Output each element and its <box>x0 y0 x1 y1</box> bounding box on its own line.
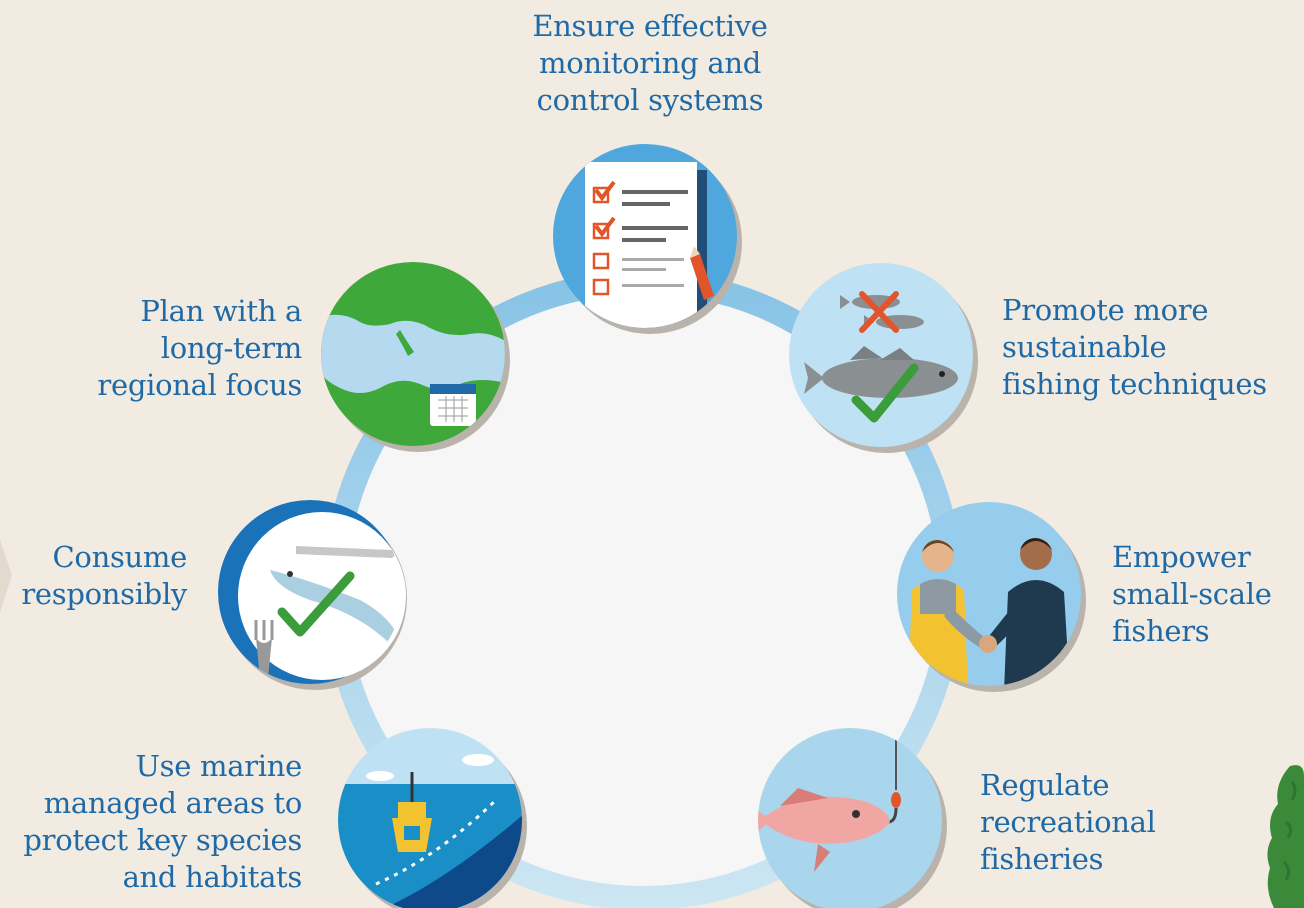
label-sustainable-fishing: Promote more sustainable fishing techniq… <box>1002 292 1267 403</box>
fish-check-icon <box>789 263 978 453</box>
label-recreational: Regulate recreational fisheries <box>980 767 1156 878</box>
tree-decoration <box>1267 765 1304 908</box>
label-sustainable-fishing-line-3: fishing techniques <box>1002 367 1267 401</box>
label-marine-areas-line-2: managed areas to <box>43 786 303 820</box>
label-monitoring-line-1: Ensure effective <box>532 9 768 43</box>
label-small-scale-line-2: small-scale <box>1112 577 1272 611</box>
label-plan-line-2: long-term <box>160 331 303 365</box>
label-plan: Plan with a long-term regional focus <box>60 293 302 404</box>
label-recreational-line-1: Regulate <box>980 768 1110 802</box>
label-marine-areas-line-4: and habitats <box>122 860 303 894</box>
label-recreational-line-2: recreational <box>980 805 1156 839</box>
fish-hook-icon <box>758 728 947 908</box>
label-consume-line-1: Consume <box>52 540 188 574</box>
label-monitoring: Ensure effective monitoring and control … <box>500 8 800 119</box>
label-sustainable-fishing-line-1: Promote more <box>1002 293 1209 327</box>
label-marine-areas-line-1: Use marine <box>135 749 303 783</box>
label-monitoring-line-2: monitoring and <box>539 46 761 80</box>
label-marine-areas: Use marine managed areas to protect key … <box>20 748 302 896</box>
label-consume: Consume responsibly <box>10 539 187 613</box>
map-calendar-icon <box>321 262 510 452</box>
edge-chevron-decoration <box>0 540 12 612</box>
label-small-scale-line-3: fishers <box>1112 614 1210 648</box>
label-monitoring-line-3: control systems <box>536 83 764 117</box>
label-sustainable-fishing-line-2: sustainable <box>1002 330 1167 364</box>
label-small-scale-line-1: Empower <box>1112 540 1251 574</box>
handshake-icon <box>897 502 1086 692</box>
label-small-scale: Empower small-scale fishers <box>1112 539 1272 650</box>
label-marine-areas-line-3: protect key species <box>23 823 302 857</box>
checklist-icon <box>553 144 742 334</box>
label-plan-line-1: Plan with a <box>140 294 302 328</box>
label-consume-line-2: responsibly <box>21 577 187 611</box>
label-recreational-line-3: fisheries <box>980 842 1104 876</box>
label-plan-line-3: regional focus <box>97 368 302 402</box>
fish-plate-icon <box>218 500 407 690</box>
